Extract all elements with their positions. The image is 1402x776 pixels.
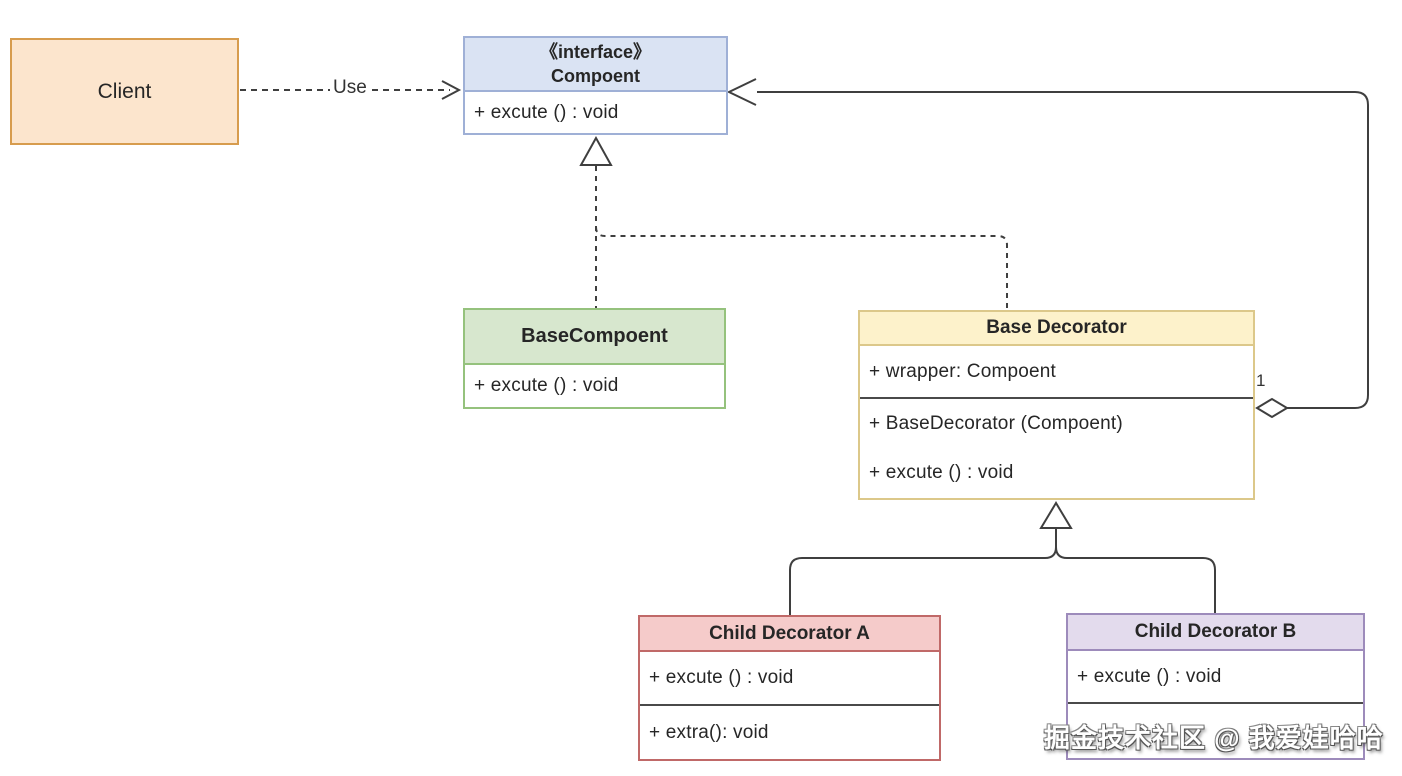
realization-branch-line [595,226,1008,310]
class-box-child-decorator-a: Child Decorator A + excute () : void + e… [638,615,941,761]
use-edge-label: Use [330,77,370,99]
realization-triangle-icon [579,135,613,166]
class-box-component-interface: 《interface》 Compoent + excute () : void [463,36,728,135]
class-box-client: Client [10,38,239,145]
class-name-child-decorator-b: Child Decorator B [1068,615,1363,651]
method-row: + excute () : void [860,448,1253,498]
multiplicity-label: 1 [1256,371,1266,390]
class-name-base-decorator: Base Decorator [860,312,1253,346]
class-header-component: 《interface》 Compoent [465,38,726,92]
inheritance-triangle-icon [1039,501,1073,529]
aggregation-arrowhead-icon [726,78,757,106]
class-name-client: Client [97,79,152,103]
compartment-divider [640,704,939,706]
method-row: + BaseDecorator (Compoent) [860,399,1253,449]
method-row: + excute () : void [640,652,939,704]
method-row: + excute () : void [1068,651,1363,702]
class-box-child-decorator-b: Child Decorator B + excute () : void [1066,613,1365,760]
method-row: + excute () : void [465,92,726,133]
class-name-component: Compoent [551,66,640,86]
class-box-base-decorator: Base Decorator + wrapper: Compoent + Bas… [858,310,1255,500]
stereotype-label: 《interface》 [539,42,652,62]
class-name-child-decorator-a: Child Decorator A [640,617,939,652]
aggregation-diamond-icon [1255,397,1289,419]
class-name-base-compoent: BaseCompoent [465,310,724,365]
attribute-row: + wrapper: Compoent [860,346,1253,397]
inheritance-branch-left-line [789,546,1057,615]
inheritance-branch-right-line [1055,546,1216,613]
class-box-base-compoent: BaseCompoent + excute () : void [463,308,726,409]
aggregation-line [757,91,1369,409]
use-arrowhead-icon [441,80,462,100]
method-row: + extra(): void [640,706,939,759]
watermark-text: 掘金技术社区 @ 我爱娃哈哈 [1044,723,1384,753]
empty-compartment [1068,704,1363,758]
method-row: + excute () : void [465,365,724,407]
compartment-divider [860,397,1253,399]
compartment-divider [1068,702,1363,704]
